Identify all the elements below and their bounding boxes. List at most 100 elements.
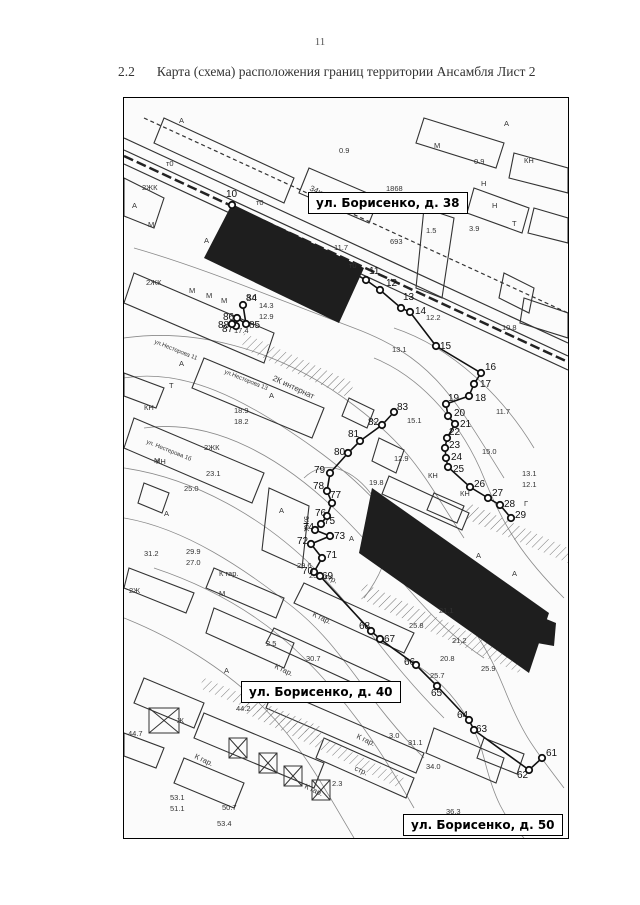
map-label-elev-1868: 1868: [386, 184, 403, 193]
boundary-point-marker: [361, 275, 371, 285]
boundary-point-12[interactable]: 12: [375, 278, 398, 295]
boundary-point-80[interactable]: 80: [334, 447, 353, 458]
boundary-point-26[interactable]: 26: [465, 479, 486, 492]
boundary-point-marker: [316, 519, 326, 529]
ensemble-building-38[interactable]: [204, 204, 364, 323]
map-label-t-A1: А: [179, 116, 184, 125]
map-label-elev-0-9: 0.9: [339, 146, 349, 155]
map-label-t-to3: т0: [349, 261, 357, 270]
boundary-point-78[interactable]: 78: [313, 481, 332, 496]
boundary-point-85[interactable]: 85: [241, 319, 261, 331]
boundary-point-70[interactable]: 70: [302, 566, 319, 577]
map-label-t-2ZhK2: 2ЖК: [146, 278, 162, 287]
map-label-elev-29-9: 29.9: [186, 547, 201, 556]
map-label-t-KN5: КН: [460, 489, 470, 498]
boundary-point-13[interactable]: 13: [396, 292, 415, 313]
boundary-point-marker: [327, 498, 337, 508]
boundary-point-22[interactable]: 22: [442, 427, 461, 443]
boundary-point-number: 74: [303, 522, 315, 533]
boundary-point-marker: [377, 420, 387, 430]
map-label-t-A11: А: [224, 666, 229, 675]
ensemble-building-50-ext[interactable]: [537, 616, 556, 646]
boundary-point-65[interactable]: 65: [431, 681, 443, 699]
boundary-point-63[interactable]: 63: [469, 724, 488, 735]
map-label-t-KN4: КН: [428, 471, 438, 480]
boundary-point-77[interactable]: 77: [327, 490, 342, 508]
boundary-point-79[interactable]: 79: [314, 465, 335, 478]
boundary-point-27[interactable]: 27: [483, 488, 504, 503]
boundary-point-82[interactable]: 82: [368, 417, 387, 430]
boundary-point-10[interactable]: 10: [226, 189, 238, 210]
boundary-point-72[interactable]: 72: [297, 536, 316, 549]
boundary-point-number: 82: [368, 417, 380, 428]
boundary-point-67[interactable]: 67: [375, 634, 396, 645]
boundary-point-number: 87: [222, 324, 234, 335]
boundary-point-17[interactable]: 17: [469, 379, 492, 390]
map-label-elev-23-1: 23.1: [206, 469, 221, 478]
map-label-elev-31-1: 31.1: [408, 738, 423, 747]
boundary-point-73[interactable]: 73: [325, 531, 346, 542]
map-label-t-A13: А: [132, 201, 137, 210]
map-label-elev-13-1b: 13.1: [522, 469, 537, 478]
map-label-t-M1: М: [434, 141, 440, 150]
map-label-t-A6: А: [279, 506, 284, 515]
boundary-point-74[interactable]: 74: [303, 522, 320, 535]
boundary-point-number: 13: [403, 292, 415, 303]
boundary-point-81[interactable]: 81: [348, 429, 365, 446]
boundary-point-24[interactable]: 24: [441, 452, 463, 463]
boundary-point-83[interactable]: 83: [389, 402, 409, 417]
boundary-point-18[interactable]: 18: [464, 391, 487, 404]
boundary-point-75[interactable]: 75: [316, 516, 336, 529]
ensemble-building-40[interactable]: [359, 488, 549, 673]
map-label-elev-27-0: 27.0: [186, 558, 201, 567]
boundary-point-marker: [232, 313, 242, 323]
boundary-point-number: 84: [246, 293, 258, 304]
map-label-t-9ZhK: 9ЖК: [302, 516, 311, 532]
boundary-point-19[interactable]: 19: [441, 393, 460, 409]
boundary-point-number: 17: [480, 379, 492, 390]
boundary-point-marker: [325, 531, 335, 541]
boundary-point-marker: [411, 660, 421, 670]
boundary-point-16[interactable]: 16: [476, 362, 497, 378]
map-label-elev-51-1: 51.1: [170, 804, 185, 813]
boundary-point-68[interactable]: 68: [359, 621, 376, 636]
boundary-point-69[interactable]: 69: [315, 571, 334, 582]
boundary-point-marker: [306, 539, 316, 549]
boundary-point-marker: [469, 725, 479, 735]
boundary-point-number: 88: [218, 320, 230, 331]
boundary-point-76[interactable]: 76: [315, 508, 332, 521]
boundary-point-25[interactable]: 25: [443, 462, 465, 475]
map-label-t-N2: Н: [492, 201, 497, 210]
boundary-point-14[interactable]: 14: [405, 306, 427, 317]
boundary-point-15[interactable]: 15: [431, 341, 452, 352]
boundary-point-86[interactable]: 86: [223, 312, 242, 323]
map-label-elev-53-1: 53.1: [170, 793, 185, 802]
boundary-point-marker: [325, 468, 335, 478]
boundary-point-20[interactable]: 20: [443, 408, 466, 421]
boundary-point-marker: [322, 511, 332, 521]
boundary-point-11[interactable]: 11: [361, 266, 380, 285]
boundary-point-marker: [343, 448, 353, 458]
boundary-point-number: 19: [448, 393, 460, 404]
boundary-point-62[interactable]: 62: [517, 765, 534, 781]
boundary-point-29[interactable]: 29: [506, 510, 527, 523]
boundary-point-88[interactable]: 88: [218, 319, 237, 331]
boundary-point-marker: [537, 753, 547, 763]
boundary-point-61[interactable]: 61: [537, 748, 558, 763]
map-label-elev-30-7: 30.7: [306, 654, 321, 663]
label-borisenko-40: ул. Борисенко, д. 40: [241, 681, 401, 703]
boundary-point-64[interactable]: 64: [457, 710, 474, 725]
boundary-point-number: 21: [460, 419, 472, 430]
map-label-t-kgar3: К гар.: [273, 662, 294, 678]
boundary-point-21[interactable]: 21: [450, 419, 472, 430]
boundary-point-number: 63: [476, 724, 488, 735]
boundary-point-84[interactable]: 84: [238, 293, 258, 310]
boundary-point-66[interactable]: 66: [404, 657, 421, 670]
boundary-point-marker: [310, 525, 320, 535]
boundary-point-28[interactable]: 28: [495, 499, 516, 510]
boundary-point-23[interactable]: 23: [440, 440, 461, 453]
map-label-elev-18-2: 18.2: [234, 417, 249, 426]
boundary-point-71[interactable]: 71: [317, 550, 338, 563]
map-label-elev-25-7: 25.7: [430, 671, 445, 680]
